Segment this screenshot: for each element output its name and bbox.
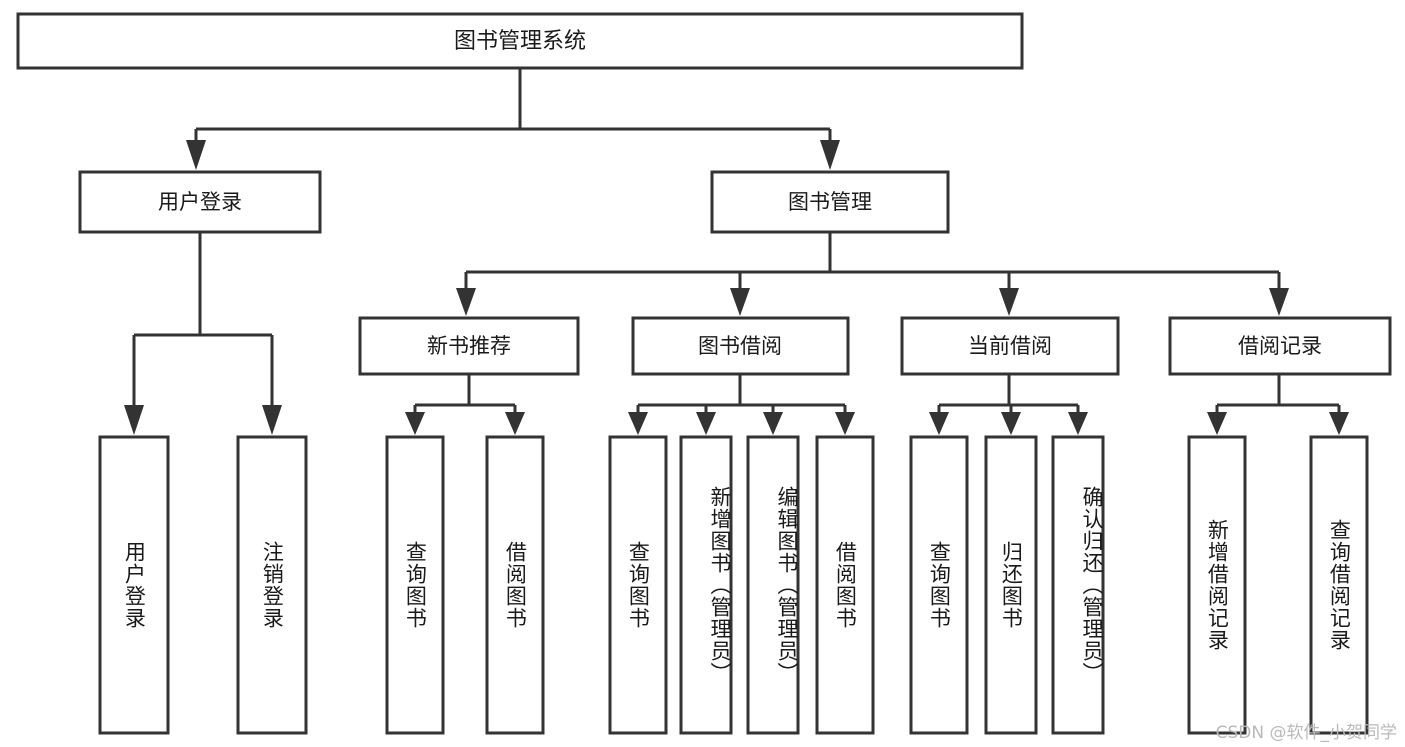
node-br-query-record[interactable]: [1309, 435, 1369, 735]
node-borrow-record-label: 借阅记录: [1238, 334, 1322, 358]
arrow-icon-to-user-login: [186, 140, 206, 170]
connectors: [132, 68, 1341, 412]
arrow-icon-to-bb-borrow-book: [835, 412, 855, 435]
node-current-borrow-label: 当前借阅: [968, 334, 1052, 358]
node-user-login-label: 用户登录: [158, 190, 242, 214]
node-book-borrow[interactable]: [631, 316, 850, 376]
watermark-text: CSDN @软件_小贺同学: [1215, 723, 1397, 743]
arrow-icon-to-bb-edit-book: [763, 412, 783, 435]
node-book-manage-label: 图书管理: [788, 190, 872, 214]
node-new-book-recommend-label: 新书推荐: [427, 334, 511, 358]
arrow-icon-to-current-borrow: [999, 288, 1019, 316]
node-root-label: 图书管理系统: [454, 29, 586, 54]
node-bb-query-book[interactable]: [608, 435, 668, 735]
node-user-logout[interactable]: [236, 435, 308, 735]
node-bb-borrow-book[interactable]: [815, 435, 875, 735]
node-cb-confirm-return[interactable]: [1051, 435, 1105, 735]
arrow-icon-to-br-query-record: [1329, 412, 1349, 435]
arrow-icon-to-bb-query-book: [628, 412, 648, 435]
node-cb-query-book[interactable]: [909, 435, 969, 735]
arrow-icon-to-new-book-recommend: [456, 288, 476, 316]
node-book-manage[interactable]: [710, 170, 950, 234]
arrow-heads: [124, 140, 1349, 435]
node-user-login-do[interactable]: [98, 435, 170, 735]
arrow-icon-to-cb-return-book: [1001, 412, 1021, 435]
arrow-icon-to-cb-confirm-return: [1068, 412, 1088, 435]
node-user-login[interactable]: [78, 170, 322, 234]
node-bb-add-book[interactable]: [679, 435, 733, 735]
arrow-icon-to-br-add-record: [1207, 412, 1227, 435]
arrow-icon-to-borrow-record: [1269, 288, 1289, 316]
node-nbr-query-book[interactable]: [385, 435, 445, 735]
node-root[interactable]: [16, 12, 1024, 70]
node-nbr-borrow-book[interactable]: [485, 435, 545, 735]
arrow-icon-to-nbr-query-book: [405, 412, 425, 435]
arrow-icon-to-bb-add-book: [696, 412, 716, 435]
node-cb-return-book[interactable]: [984, 435, 1038, 735]
node-book-borrow-label: 图书借阅: [698, 334, 782, 358]
node-boxes: 图书管理系统 用户登录 图书管理 新书推荐 图书借阅 当前借阅 借阅记录: [16, 12, 1392, 735]
node-current-borrow[interactable]: [900, 316, 1120, 376]
node-new-book-recommend[interactable]: [358, 316, 580, 376]
arrow-icon-to-user-login-do: [124, 405, 144, 435]
arrow-icon-to-book-borrow: [730, 288, 750, 316]
node-borrow-record[interactable]: [1168, 316, 1392, 376]
node-bb-edit-book[interactable]: [746, 435, 800, 735]
arrow-icon-to-nbr-borrow-book: [505, 412, 525, 435]
arrow-icon-to-book-manage: [820, 140, 840, 170]
arrow-icon-to-user-logout: [262, 405, 282, 435]
node-br-add-record[interactable]: [1187, 435, 1247, 735]
arrow-icon-to-cb-query-book: [929, 412, 949, 435]
